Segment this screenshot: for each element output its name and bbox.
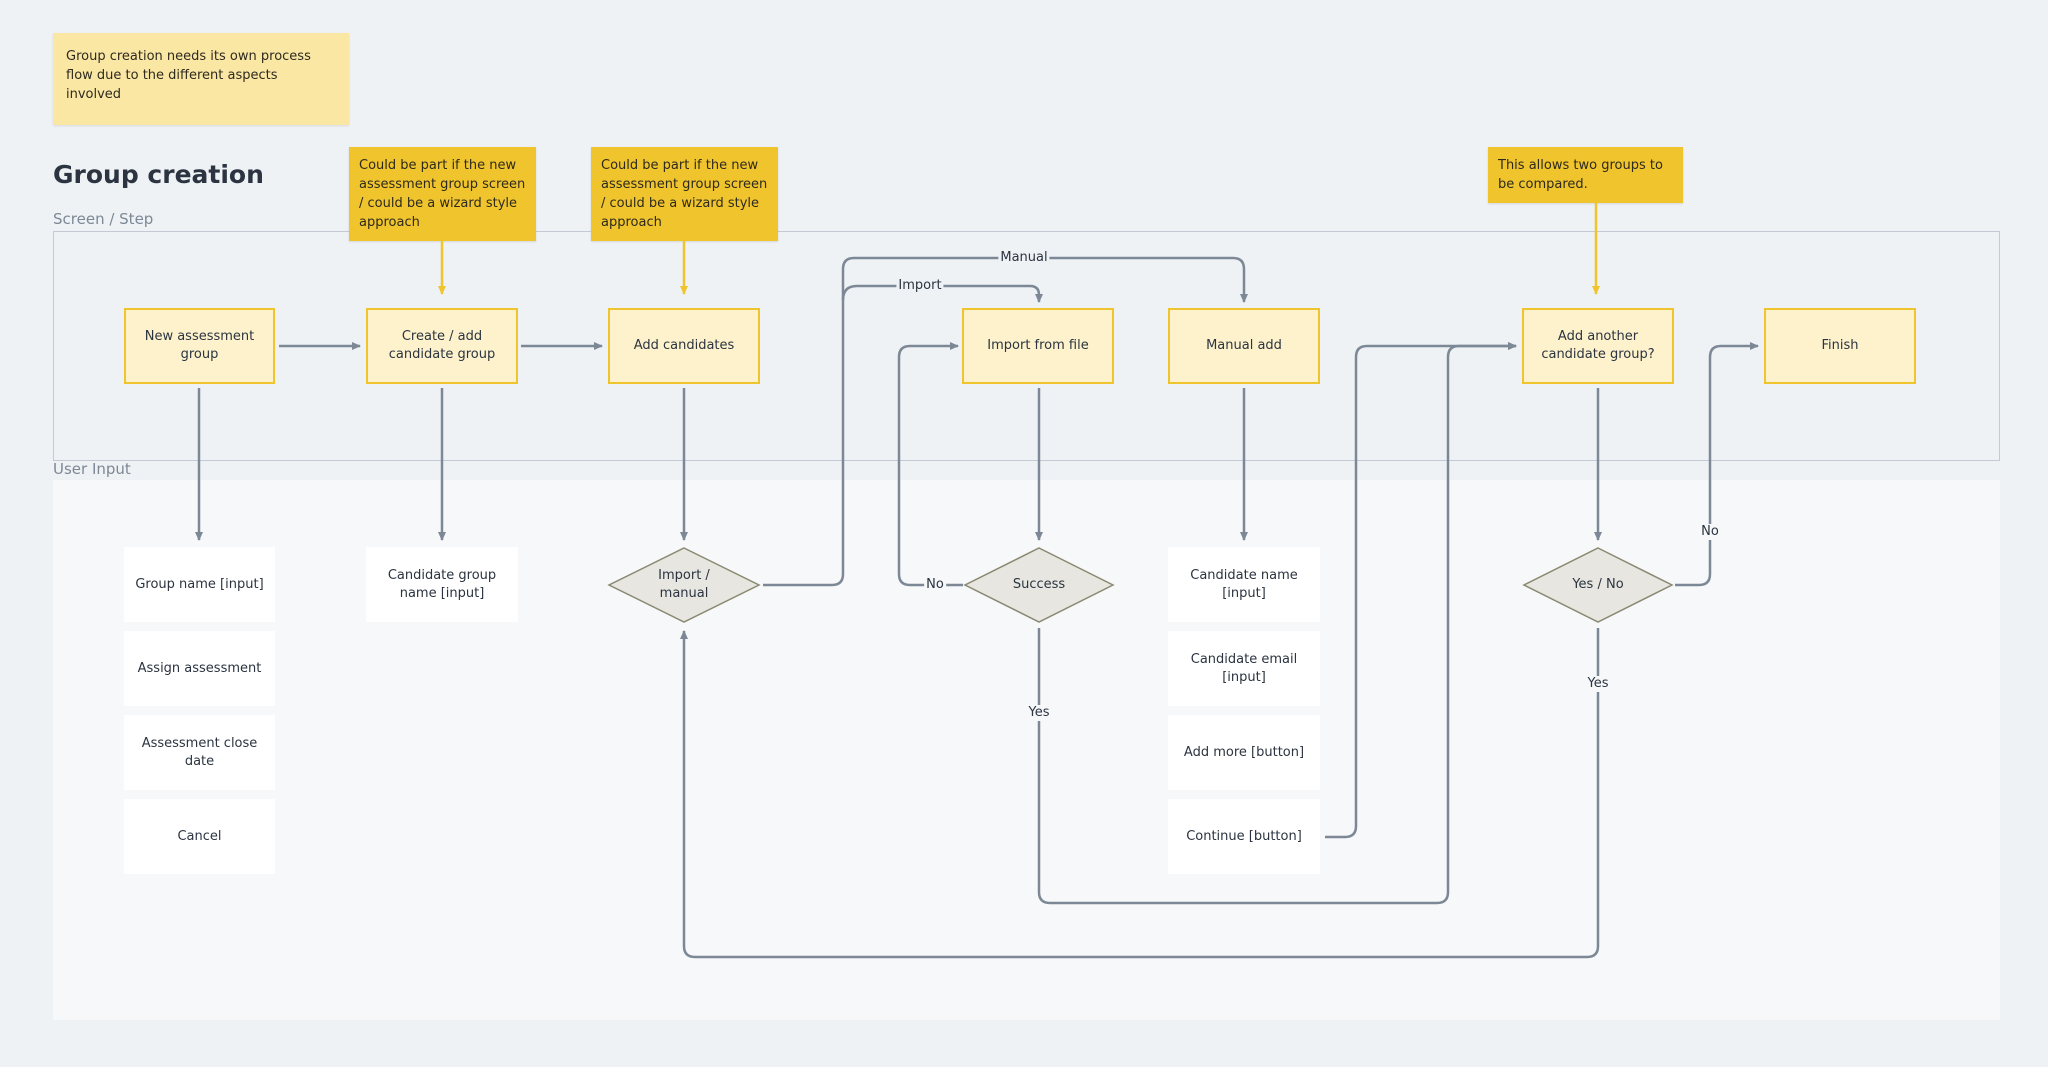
user-input-lane-label: User Input <box>53 460 131 478</box>
input-add-more-button[interactable]: Add more [button] <box>1168 715 1320 790</box>
compare-groups-note[interactable]: This allows two groups to be compared. <box>1488 147 1683 203</box>
edge-decision-manual <box>763 256 1248 587</box>
input-candidate-name[interactable]: Candidate name [input] <box>1168 547 1320 622</box>
edge-success-yes <box>1037 342 1517 905</box>
decision-success-shape <box>963 547 1115 623</box>
screen-add-candidates[interactable]: Add candidates <box>608 308 760 384</box>
wizard-note-2[interactable]: Could be part if the new assessment grou… <box>591 147 778 241</box>
wizard-note-1[interactable]: Could be part if the new assessment grou… <box>349 147 536 241</box>
input-group-name[interactable]: Group name [input] <box>124 547 275 622</box>
edge-success-no <box>897 342 963 587</box>
decision-import-manual-shape <box>607 547 761 623</box>
edge-label-loop-yes: Yes <box>1585 676 1611 692</box>
page-title: Group creation <box>53 160 264 189</box>
input-assign-assessment[interactable]: Assign assessment <box>124 631 275 706</box>
edge-label-manual: Manual <box>998 250 1050 266</box>
screen-finish[interactable]: Finish <box>1764 308 1916 384</box>
input-candidate-group-name[interactable]: Candidate group name [input] <box>366 547 518 622</box>
edge-continue-to-another <box>1325 342 1517 839</box>
edge-label-finish-no: No <box>1699 524 1721 540</box>
edge-label-import: Import <box>896 278 944 294</box>
input-continue-button[interactable]: Continue [button] <box>1168 799 1320 874</box>
screen-step-lane-label: Screen / Step <box>53 210 154 228</box>
input-cancel[interactable]: Cancel <box>124 799 275 874</box>
input-candidate-email[interactable]: Candidate email [input] <box>1168 631 1320 706</box>
edge-decision-import <box>841 284 1043 303</box>
input-assessment-close-date[interactable]: Assessment close date <box>124 715 275 790</box>
screen-import-from-file[interactable]: Import from file <box>962 308 1114 384</box>
edge-label-success-yes: Yes <box>1026 705 1052 721</box>
decision-yes-no-shape <box>1522 547 1674 623</box>
screen-manual-add[interactable]: Manual add <box>1168 308 1320 384</box>
screen-add-another-group[interactable]: Add another candidate group? <box>1522 308 1674 384</box>
edge-yesno-no <box>1675 342 1759 587</box>
group-creation-note[interactable]: Group creation needs its own process flo… <box>53 33 349 125</box>
screen-step-lane <box>53 231 2000 461</box>
edge-yesno-yes <box>680 628 1600 959</box>
screen-new-assessment-group[interactable]: New assessment group <box>124 308 275 384</box>
screen-create-candidate-group[interactable]: Create / add candidate group <box>366 308 518 384</box>
edge-label-success-no: No <box>924 577 946 593</box>
